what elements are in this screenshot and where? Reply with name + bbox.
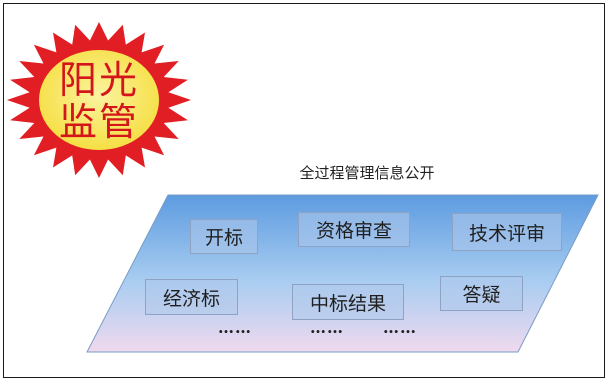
economic-bid-box: 经济标 xyxy=(145,279,238,315)
qualification-review-box: 资格审查 xyxy=(298,212,410,247)
diagram-caption: 全过程管理信息公开 xyxy=(299,164,435,182)
open-bid-box: 开标 xyxy=(190,219,258,254)
ellipsis-3: …… xyxy=(383,318,417,337)
badge-line-1: 阳光 xyxy=(58,58,139,102)
ellipsis-1: …… xyxy=(218,318,252,337)
technical-review-box: 技术评审 xyxy=(452,213,562,251)
q-and-a-box: 答疑 xyxy=(440,276,523,311)
sunshine-supervision-badge: 阳光 监管 xyxy=(6,20,192,178)
award-result-box: 中标结果 xyxy=(292,284,404,320)
badge-line-2: 监管 xyxy=(58,100,139,144)
sunburst-icon xyxy=(7,22,191,178)
ellipsis-2: …… xyxy=(310,318,344,337)
